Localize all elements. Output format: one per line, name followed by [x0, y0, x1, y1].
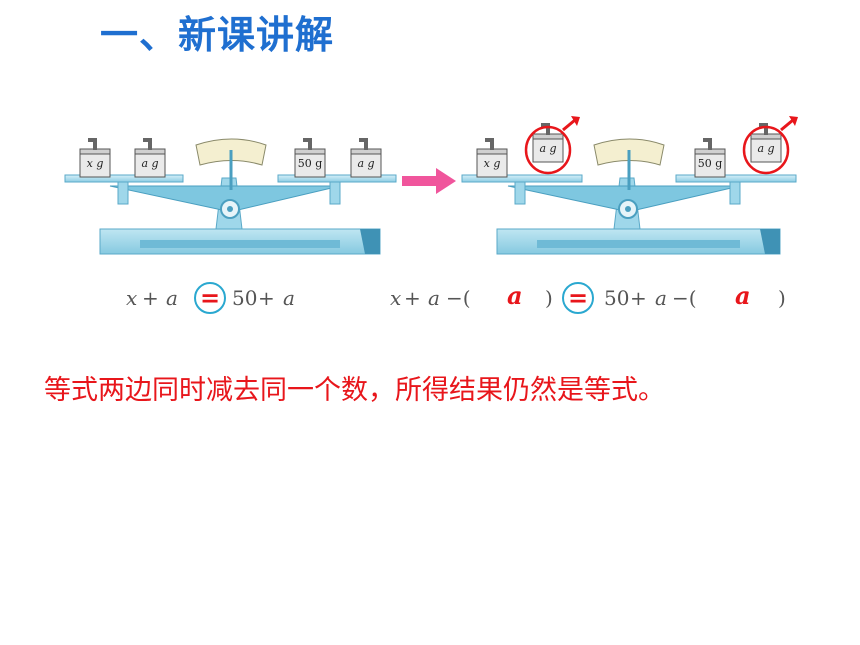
page-title: 一、新课讲解 — [100, 13, 335, 57]
right-weight-a: a g — [539, 142, 556, 155]
eq-left-a: a — [166, 286, 178, 310]
left-balance-scale — [64, 137, 397, 255]
eq-right-50: 50 — [604, 286, 629, 310]
removed-weight-highlight-right — [742, 125, 790, 175]
eq-left-plus: + — [142, 286, 159, 310]
eq-left-a2: a — [283, 286, 295, 310]
left-weight-50: 50 g — [298, 157, 323, 170]
right-weight-x: x g — [484, 157, 501, 170]
eq-right-minus2: −( — [672, 286, 697, 310]
right-balance-scale — [461, 116, 798, 255]
equals-circle-left — [194, 282, 226, 314]
equals-circle-right — [562, 282, 594, 314]
eq-left-equals: = — [200, 283, 220, 312]
rule-statement: 等式两边同时减去同一个数，所得结果仍然是等式。 — [44, 375, 665, 406]
transition-arrow — [402, 168, 456, 194]
right-weight-a-right: a g — [757, 142, 774, 155]
eq-left-plus2: + — [258, 286, 275, 310]
eq-right-a2: a — [655, 286, 667, 310]
equation-right: x + a −( a ) = 50 + a −( a ) — [390, 281, 786, 314]
eq-right-minus: −( — [446, 286, 471, 310]
right-weight-50: 50 g — [698, 157, 723, 170]
eq-left-x: x — [126, 286, 137, 310]
left-weight-a-right: a g — [357, 157, 374, 170]
eq-right-plus2: + — [630, 286, 647, 310]
removed-weight-highlight-left — [524, 125, 572, 175]
left-weight-a: a g — [141, 157, 158, 170]
eq-right-close2: ) — [778, 286, 786, 310]
eq-right-a: a — [428, 286, 440, 310]
eq-right-x: x — [390, 286, 401, 310]
eq-right-blank: a — [507, 281, 523, 310]
balance-figure: x g a g 50 g a g x g a g 50 g a g — [64, 116, 798, 314]
eq-right-blank2: a — [735, 281, 751, 310]
eq-right-equals: = — [568, 283, 588, 312]
left-weight-x: x g — [87, 157, 104, 170]
equation-left: x + a = 50 + a — [126, 282, 295, 314]
eq-right-close: ) — [545, 286, 553, 310]
eq-left-50: 50 — [232, 286, 257, 310]
eq-right-plus: + — [404, 286, 421, 310]
